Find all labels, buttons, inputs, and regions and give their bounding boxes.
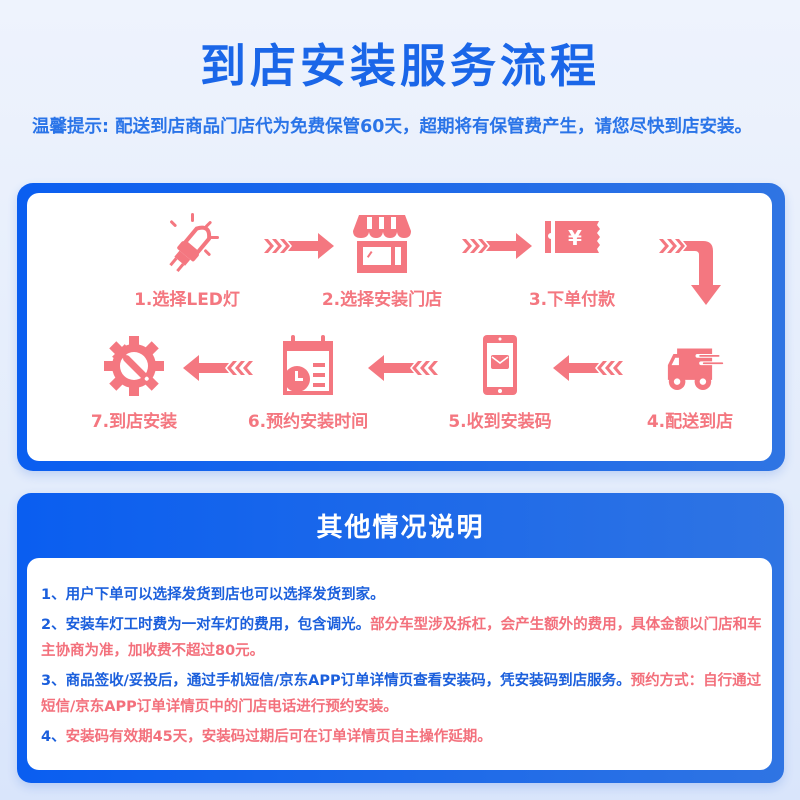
arrow-right-icon	[462, 233, 532, 259]
other-info-card: 1、用户下单可以选择发货到店也可以选择发货到家。 2、安装车灯工时费为一对车灯的…	[27, 558, 772, 770]
arrow-right-icon	[264, 233, 334, 259]
phone-message-icon	[483, 335, 517, 395]
step-5: 5.收到安装码	[415, 333, 585, 432]
other-info-title: 其他情况说明	[316, 513, 485, 543]
step-label: 6.预约安装时间	[247, 412, 369, 432]
note-text: 1、用户下单可以选择发货到店也可以选择发货到家。	[41, 587, 385, 603]
step-3: ¥ 3.下单付款	[487, 211, 657, 310]
svg-text:¥: ¥	[568, 226, 582, 250]
step-label: 3.下单付款	[528, 290, 616, 310]
step-label: 2.选择安装门店	[321, 290, 443, 310]
arrow-left-icon	[553, 355, 623, 381]
step-label: 1.选择LED灯	[134, 290, 240, 310]
arrow-turn-down-icon	[659, 239, 721, 305]
note-text: 4、	[41, 729, 66, 745]
step-6: 6.预约安装时间	[223, 333, 393, 432]
note-highlight: 预约方式：自行通过短信/京东APP订单详情页中的门店电话进行预约安装。	[41, 673, 762, 715]
note-item: 1、用户下单可以选择发货到店也可以选择发货到家。	[41, 582, 766, 608]
tip-text: 温馨提示: 配送到店商品门店代为免费保管60天，超期将有保管费产生，请您尽快到店…	[32, 117, 752, 137]
delivery-truck-icon	[667, 348, 724, 390]
step-1: 1.选择LED灯	[102, 211, 272, 310]
note-item: 2、安装车灯工时费为一对车灯的费用，包含调光。部分车型涉及拆杠，会产生额外的费用…	[41, 612, 766, 664]
calendar-clock-icon	[283, 335, 333, 395]
arrow-left-icon	[368, 355, 438, 381]
note-highlight: 部分车型涉及拆杠，会产生额外的费用，具体金额以门店和车主协商为准，加收费不超过8…	[41, 617, 762, 659]
arrow-left-icon	[183, 355, 253, 381]
notes-list: 1、用户下单可以选择发货到店也可以选择发货到家。 2、安装车灯工时费为一对车灯的…	[41, 582, 766, 754]
note-item: 3、商品签收/妥投后，通过手机短信/京东APP订单详情页查看安装码，凭安装码到店…	[41, 668, 766, 720]
note-highlight: 安装码有效期45天，安装码过期后可在订单详情页自主操作延期。	[65, 729, 492, 745]
step-4: 4.配送到店	[605, 333, 775, 432]
yuan-ticket-icon: ¥	[545, 221, 600, 253]
page-title: 到店安装服务流程	[200, 39, 600, 93]
step-2: 2.选择安装门店	[297, 211, 467, 310]
process-panel: 1.选择LED灯 2.选择安装门店	[17, 183, 785, 471]
note-text: 3、商品签收/妥投后，通过手机短信/京东APP订单详情页查看安装码，凭安装码到店…	[41, 673, 631, 689]
other-info-panel: 其他情况说明 1、用户下单可以选择发货到店也可以选择发货到家。 2、安装车灯工时…	[17, 493, 784, 783]
led-bulb-icon	[169, 213, 219, 273]
note-item: 4、安装码有效期45天，安装码过期后可在订单详情页自主操作延期。	[41, 724, 766, 750]
gear-wrench-icon	[104, 336, 164, 396]
note-text: 2、安装车灯工时费为一对车灯的费用，包含调光。	[41, 617, 371, 633]
step-label: 5.收到安装码	[448, 412, 552, 432]
step-label: 4.配送到店	[646, 412, 734, 432]
process-card: 1.选择LED灯 2.选择安装门店	[27, 193, 772, 461]
storefront-icon	[353, 215, 411, 273]
step-label: 7.到店安装	[90, 412, 178, 432]
step-7: 7.到店安装	[49, 333, 219, 432]
